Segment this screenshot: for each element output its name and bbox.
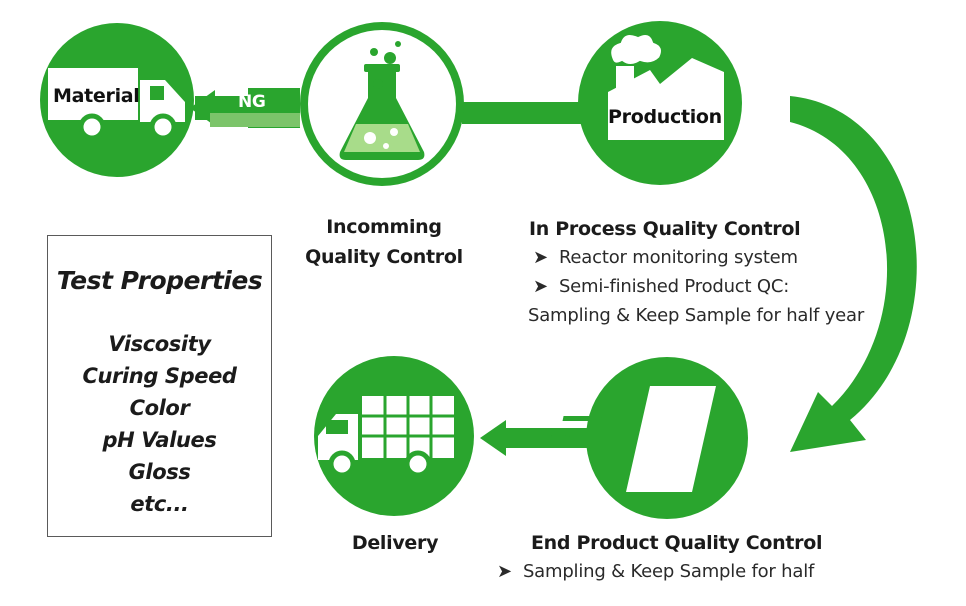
connector-material-incoming <box>190 88 300 128</box>
material-label: Material <box>53 85 140 107</box>
test-properties-list: Viscosity Curing Speed Color pH Values G… <box>48 328 271 520</box>
material-node <box>40 23 194 177</box>
delivery-label: Delivery <box>351 532 439 554</box>
production-label: Production <box>608 106 722 128</box>
end-product-qc-title: End Product Quality Control <box>531 532 823 554</box>
connector-endproduct-delivery <box>480 420 590 456</box>
incoming-qc-node <box>300 22 464 186</box>
document-icon <box>551 386 716 492</box>
end-product-bullet-1: ➤ Sampling & Keep Sample for half <box>497 561 815 582</box>
list-item: Gloss <box>128 460 191 484</box>
bullet-arrow-icon: ➤ <box>533 276 559 297</box>
connector-production-endproduct-curve <box>790 96 917 452</box>
in-process-bullet-2: ➤ Semi-finished Product QC: <box>533 276 790 297</box>
bullet-arrow-icon: ➤ <box>497 561 523 582</box>
test-properties-title: Test Properties <box>56 266 263 295</box>
incoming-qc-label-line1: Incomming <box>326 216 442 238</box>
delivery-node <box>314 356 474 516</box>
flask-icon <box>339 41 425 160</box>
production-node <box>578 21 742 185</box>
end-product-node <box>551 357 748 519</box>
ng-badge: NG <box>238 92 266 112</box>
list-item: pH Values <box>102 428 217 452</box>
factory-icon <box>608 33 724 140</box>
cargo-truck-icon <box>318 396 454 478</box>
list-item: Viscosity <box>108 332 211 356</box>
list-item: Curing Speed <box>82 364 237 388</box>
test-properties-box: Test Properties Viscosity Curing Speed C… <box>47 235 272 537</box>
in-process-qc-title: In Process Quality Control <box>529 218 801 240</box>
truck-icon <box>48 68 185 141</box>
in-process-continuation: Sampling & Keep Sample for half year <box>528 305 865 326</box>
incoming-qc-label-line2: Quality Control <box>305 246 463 268</box>
connector-incoming-production <box>462 102 582 124</box>
list-item: etc... <box>130 492 189 516</box>
in-process-bullet-1: ➤ Reactor monitoring system <box>533 247 798 268</box>
list-item: Color <box>129 396 190 420</box>
bullet-arrow-icon: ➤ <box>533 247 559 268</box>
